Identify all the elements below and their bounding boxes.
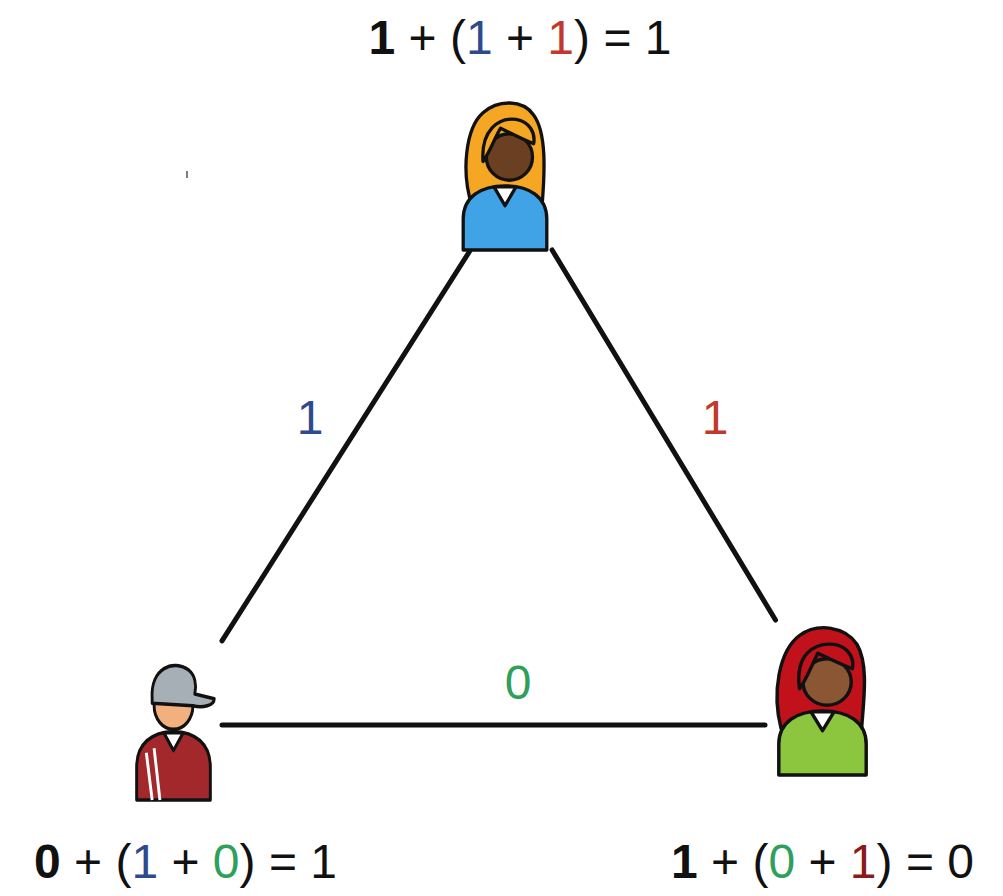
equation-label: 1 + (0 + 1) = 0 bbox=[671, 833, 974, 891]
edge-label: 1 bbox=[702, 389, 729, 447]
edge-label: 1 bbox=[297, 389, 324, 447]
person-node: 1 + (0 + 1) = 0 bbox=[765, 620, 880, 775]
person-node: 0 + (1 + 0) = 1 bbox=[125, 635, 222, 800]
equation-label: 1 + (1 + 1) = 1 bbox=[369, 9, 672, 67]
person-icon bbox=[450, 95, 560, 250]
connector-line bbox=[552, 250, 775, 620]
equation-label: 0 + (1 + 0) = 1 bbox=[34, 833, 337, 891]
connector-line bbox=[222, 250, 470, 641]
person-icon bbox=[765, 620, 880, 775]
connector-line bbox=[222, 723, 765, 728]
edge-label: 0 bbox=[505, 654, 532, 712]
person-icon bbox=[125, 635, 222, 800]
person-node: 1 + (1 + 1) = 1 bbox=[450, 95, 560, 250]
